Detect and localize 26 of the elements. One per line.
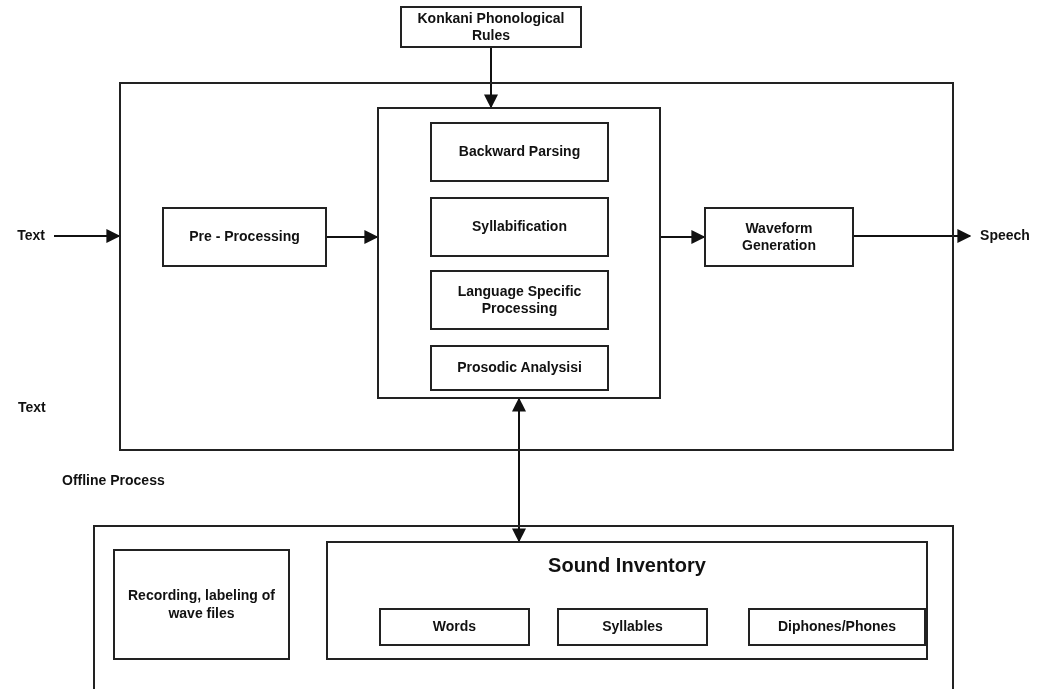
process-box: Syllabification bbox=[430, 197, 609, 257]
arrow bbox=[512, 397, 526, 543]
process-box: Recording, labeling of wave files bbox=[113, 549, 290, 660]
note-label: Text bbox=[18, 399, 46, 415]
inventory-item: Diphones/Phones bbox=[748, 608, 926, 646]
input-label: Text bbox=[8, 226, 54, 246]
output-label: Speech bbox=[970, 226, 1040, 246]
inventory-panel bbox=[326, 541, 928, 660]
arrow bbox=[484, 47, 498, 109]
process-box: Prosodic Analysisi bbox=[430, 345, 609, 391]
arrow bbox=[326, 230, 379, 244]
process-box: Pre - Processing bbox=[162, 207, 327, 267]
module-frame bbox=[377, 107, 661, 399]
arrow bbox=[53, 229, 121, 243]
arrow bbox=[853, 229, 972, 243]
process-box: Language Specific Processing bbox=[430, 270, 609, 330]
panel-heading: Sound Inventory bbox=[547, 553, 707, 578]
arrow bbox=[660, 230, 706, 244]
system-frame bbox=[119, 82, 954, 451]
rules-box: Konkani Phonological Rules bbox=[400, 6, 582, 48]
inventory-item: Words bbox=[379, 608, 530, 646]
offline-frame bbox=[93, 525, 954, 689]
process-box: Waveform Generation bbox=[704, 207, 854, 267]
process-box: Backward Parsing bbox=[430, 122, 609, 182]
inventory-item: Syllables bbox=[557, 608, 708, 646]
note-label: Offline Process bbox=[62, 472, 165, 488]
